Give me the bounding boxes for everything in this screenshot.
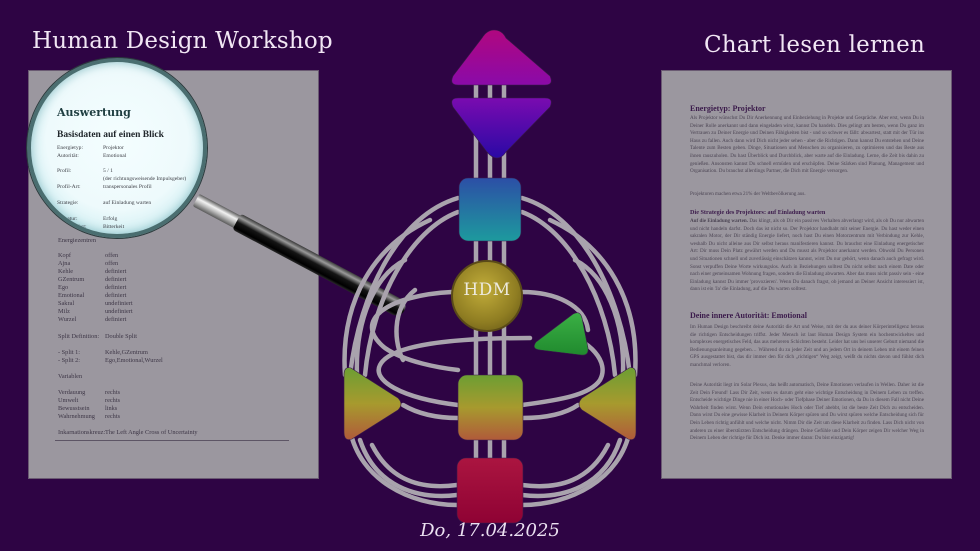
evaluation-title: Auswertung [57, 106, 131, 119]
strategy-bold-lead: Auf die Einladung warten. [690, 218, 748, 224]
basics-row: Energietyp:Projektor [57, 145, 124, 151]
bodygraph [342, 29, 638, 524]
basics-row: Profil-Art:transpersonales Profil [57, 184, 152, 190]
ego-center [533, 312, 589, 356]
basics-row: Signatur:Erfolg [57, 216, 118, 222]
incarnation-cross-row: Inkarnationskreuz:The Left Angle Cross o… [58, 429, 198, 436]
authority-detail-text: Deine Autorität liegt im Solar Plexus, d… [690, 382, 924, 442]
throat-center [458, 177, 522, 242]
hdm-logo-text: HDM [463, 280, 511, 300]
divider [55, 440, 289, 441]
split-row: - Split 2:Ego,Emotional,Wurzel [58, 357, 163, 364]
chart-reading-document-panel: Energietyp: Projektor Als Projektor wüns… [662, 71, 951, 478]
head-center [451, 29, 552, 86]
split-row: - Split 1:Kehle,GZentrum [58, 349, 148, 356]
root-center [456, 457, 524, 524]
basics-row: Autorität:Emotional [57, 153, 127, 159]
page-title: Chart lesen lernen [704, 32, 925, 58]
spleen-center [343, 367, 402, 440]
sacral-center [457, 374, 524, 441]
workshop-date: Do, 17.04.2025 [420, 520, 560, 541]
energy-type-text: Als Projektor wünschst Du Dir Anerkennun… [690, 115, 924, 175]
solar-plexus-center [578, 367, 637, 440]
split-definition-row: Split Definition:Double Split [58, 333, 138, 340]
energy-centers-heading: Energiezentren [58, 237, 96, 244]
strategy-body: Das klingt, als ob Dir ein passives Verh… [690, 218, 924, 293]
strategy-heading: Die Strategie des Projektors: auf Einlad… [690, 209, 826, 216]
strategy-text: Auf die Einladung warten. Das klingt, al… [690, 218, 924, 294]
basics-row: (der richtungsweisende Impulsgeber) [103, 176, 187, 182]
energy-type-heading: Energietyp: Projektor [690, 104, 766, 113]
authority-intro-text: Im Human Design beschreibt deine Autorit… [690, 324, 924, 368]
workshop-title: Human Design Workshop [32, 28, 333, 54]
projector-share-text: Projektoren machen etwa 21% der Weltbevö… [690, 191, 806, 197]
basics-row: Strategie:auf Einladung warten [57, 200, 152, 206]
ajna-center [451, 97, 552, 159]
authority-heading: Deine innere Autorität: Emotional [690, 311, 807, 320]
hdm-logo-g-center: HDM [451, 260, 523, 332]
variables-heading: Variablen [58, 373, 83, 380]
basics-subtitle: Basisdaten auf einen Blick [57, 130, 164, 140]
magnifying-glass-lens: Auswertung Basisdaten auf einen Blick En… [27, 58, 207, 238]
basics-row: Nicht-Selbst:Bitterkeit [57, 224, 125, 230]
basics-row: Profil:5 / 1 [57, 168, 113, 174]
